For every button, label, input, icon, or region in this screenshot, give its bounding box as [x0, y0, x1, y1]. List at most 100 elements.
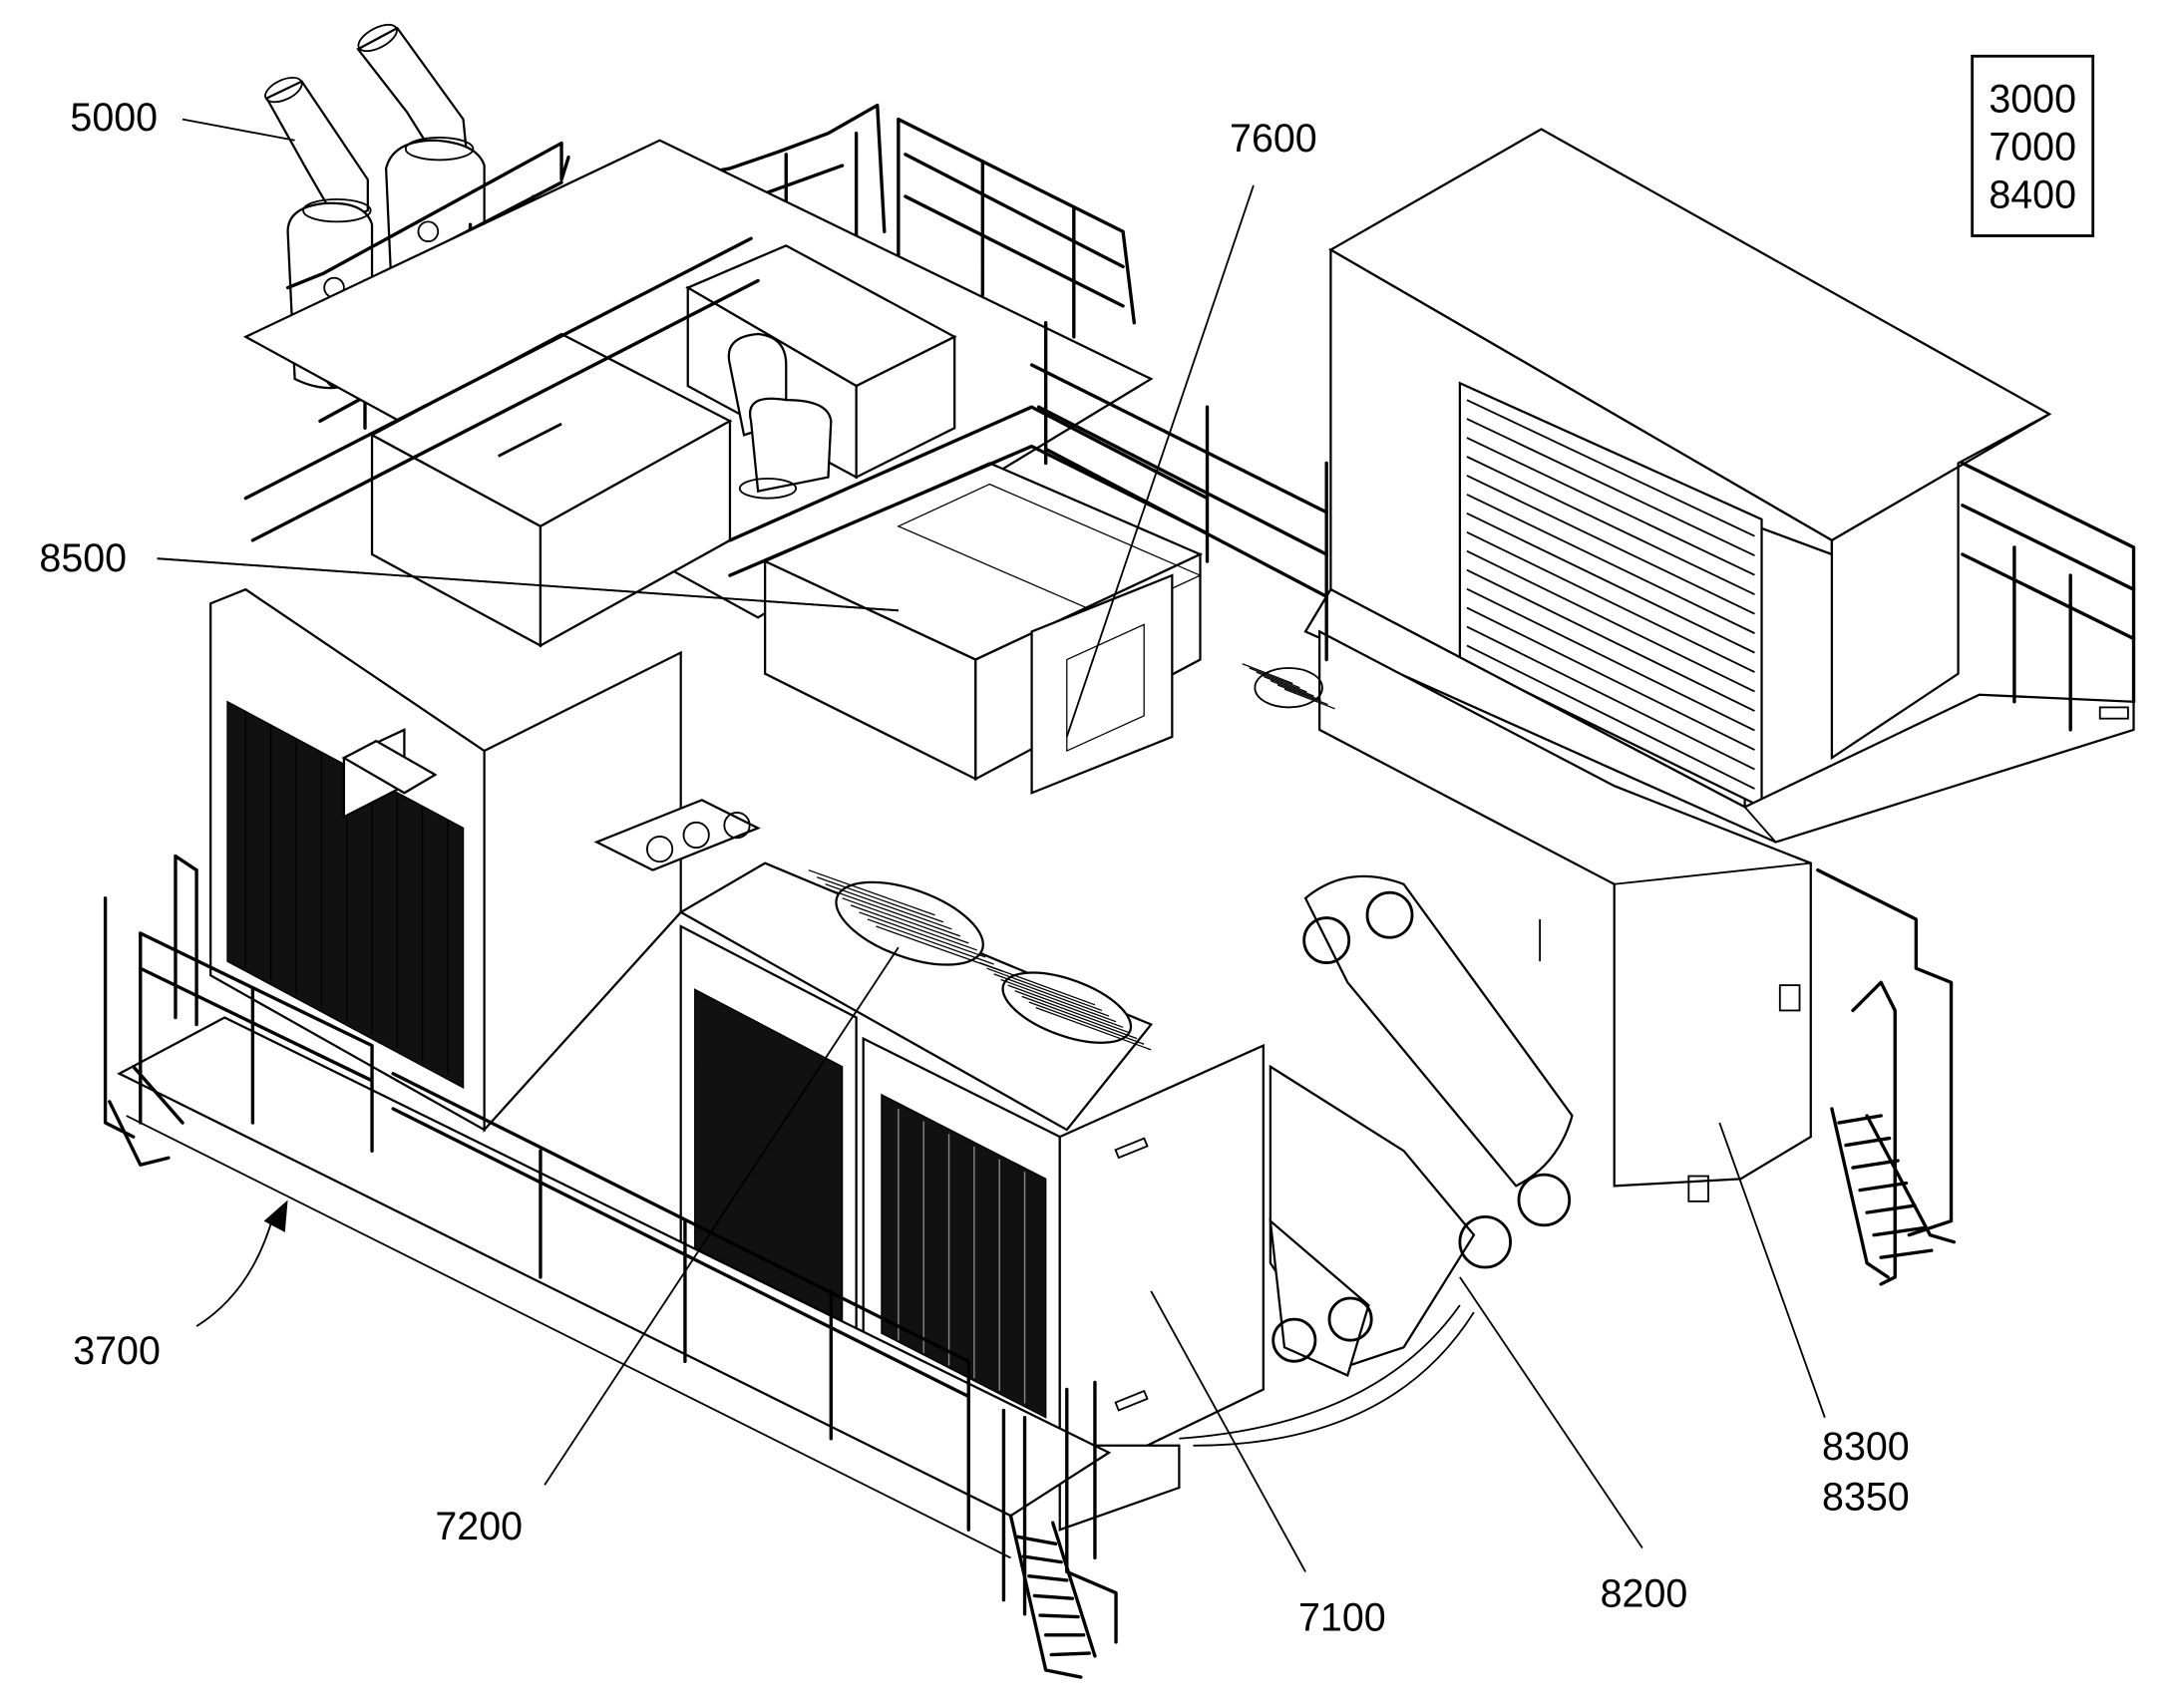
louver-slat: [1466, 418, 1755, 557]
louver-slats: [1466, 399, 1755, 790]
front-panel-7100: [1058, 1043, 1265, 1490]
pivot-pin-1: [1365, 890, 1414, 939]
reference-number-3: 8400: [1989, 172, 2076, 216]
fan-hatch-line: [842, 897, 969, 944]
reference-number-box: 3000 7000 8400: [1971, 54, 2095, 237]
dish-hatch-line: [1276, 684, 1328, 706]
stair-step: [1865, 1203, 1917, 1214]
enclosure-right-face: [1830, 413, 2050, 761]
stair-step: [1858, 1181, 1909, 1193]
front-stair-rail-right: [1065, 1380, 1118, 1644]
left-end-module: [209, 587, 682, 1134]
pivot-pin-3: [1517, 1173, 1572, 1227]
reference-number-1: 3000: [1989, 78, 2076, 122]
filter-3: [723, 812, 751, 840]
fan-hatch-line: [993, 973, 1110, 1017]
dish-hatch-line: [1270, 680, 1321, 701]
stair-step: [1837, 1114, 1883, 1125]
muffler-left-cap: [302, 197, 372, 223]
mid-rail-right: [1029, 363, 1328, 598]
louver-slat: [1466, 587, 1755, 732]
right-stair-stringer-2: [1865, 1114, 1957, 1244]
label-3700: 3700: [73, 1329, 161, 1373]
fan-deck: [678, 861, 1154, 1132]
stair-step: [1032, 1593, 1075, 1600]
elbow-flange: [738, 478, 798, 500]
left-end-side: [483, 650, 682, 1134]
walkway-edge-lower: [126, 1115, 1011, 1559]
reference-number-2: 7000: [1989, 125, 2076, 169]
leader-5000: [182, 118, 295, 142]
louver-slat: [1466, 512, 1755, 654]
louver-slat: [1466, 644, 1755, 790]
leader-7100: [1150, 1290, 1306, 1572]
lower-housing-edge: [1614, 861, 1811, 885]
pivot-pin-2: [1302, 916, 1351, 964]
center-fan-module: [593, 799, 1154, 1350]
leader-8500: [157, 557, 899, 612]
right-stair-steps: [1837, 1114, 1934, 1259]
louver-slat: [1466, 494, 1755, 634]
pivot-pin-6: [1272, 1317, 1317, 1363]
left-stair-handle: [174, 854, 198, 1027]
leader-lines: [157, 118, 1826, 1572]
front-walkway-plate: [117, 1016, 1112, 1518]
front-walkway-railing: [103, 854, 1118, 1679]
boom-linkage-8200: [1179, 874, 1574, 1447]
cooling-fan-7200-left: [835, 880, 984, 966]
pivot-pin-4: [1458, 1214, 1512, 1269]
arrow-3700-head: [263, 1199, 288, 1232]
stair-step: [1851, 1159, 1900, 1170]
fan-hatch-line: [859, 911, 986, 958]
front-grille-slats: [898, 1108, 1026, 1404]
rear-right-rail: [897, 117, 1137, 325]
left-stair-stringers: [108, 1065, 184, 1167]
dish-hatch-line: [1263, 675, 1314, 697]
right-walkway-railing: [1816, 461, 2136, 1286]
fan-hatch-line: [808, 869, 935, 916]
label-5000: 5000: [70, 96, 158, 140]
stair-step: [1844, 1136, 1892, 1148]
right-stair-rail-2: [1851, 980, 1897, 1286]
label-8300: 8300: [1822, 1425, 1910, 1469]
fan-hatch-line: [825, 883, 952, 930]
label-7200: 7200: [435, 1505, 523, 1548]
louver-slat: [1466, 475, 1755, 615]
stair-step: [1038, 1613, 1080, 1619]
front-panel-handle-top: [1114, 1137, 1149, 1160]
fan-hatch-line: [817, 876, 944, 923]
leader-8300: [1718, 1122, 1826, 1418]
right-stair-stringer-1: [1830, 1107, 1890, 1279]
fan-grille-lines: [808, 869, 1152, 1051]
exhaust-pipe-left-opening: [264, 76, 303, 104]
front-stair-stringers: [1008, 1514, 1097, 1679]
right-enclosure: [1303, 128, 2135, 1202]
fan-hatch-line: [833, 890, 961, 937]
fan-hatch-line: [986, 967, 1103, 1012]
right-rail-mid-1: [1961, 504, 2136, 591]
base-edge: [1743, 806, 1777, 844]
louver-slat: [1466, 456, 1755, 595]
label-8350: 8350: [1822, 1476, 1910, 1520]
stair-step: [1021, 1554, 1063, 1564]
louver-slat: [1466, 625, 1755, 771]
label-7600: 7600: [1230, 117, 1317, 161]
dish-hatch-line: [1242, 663, 1293, 685]
cover-7600-window: [1066, 623, 1145, 753]
fan-hatch-line: [1007, 984, 1124, 1028]
front-stair-steps: [1015, 1535, 1091, 1657]
filter-2: [682, 821, 710, 850]
dish-disc: [1254, 667, 1323, 709]
front-rail-posts: [250, 987, 833, 1441]
top-housing-8500-lid: [897, 483, 1203, 619]
label-8200: 8200: [1601, 1572, 1688, 1616]
filter-1: [646, 835, 674, 863]
lower-housing-8300: [1318, 629, 1812, 1188]
upper-deck: [242, 103, 1335, 795]
base-curve-2: [1193, 1311, 1475, 1447]
housing-hatch-1: [1778, 984, 1801, 1012]
fan-hatch-line: [850, 904, 977, 951]
stair-step: [1027, 1574, 1069, 1582]
